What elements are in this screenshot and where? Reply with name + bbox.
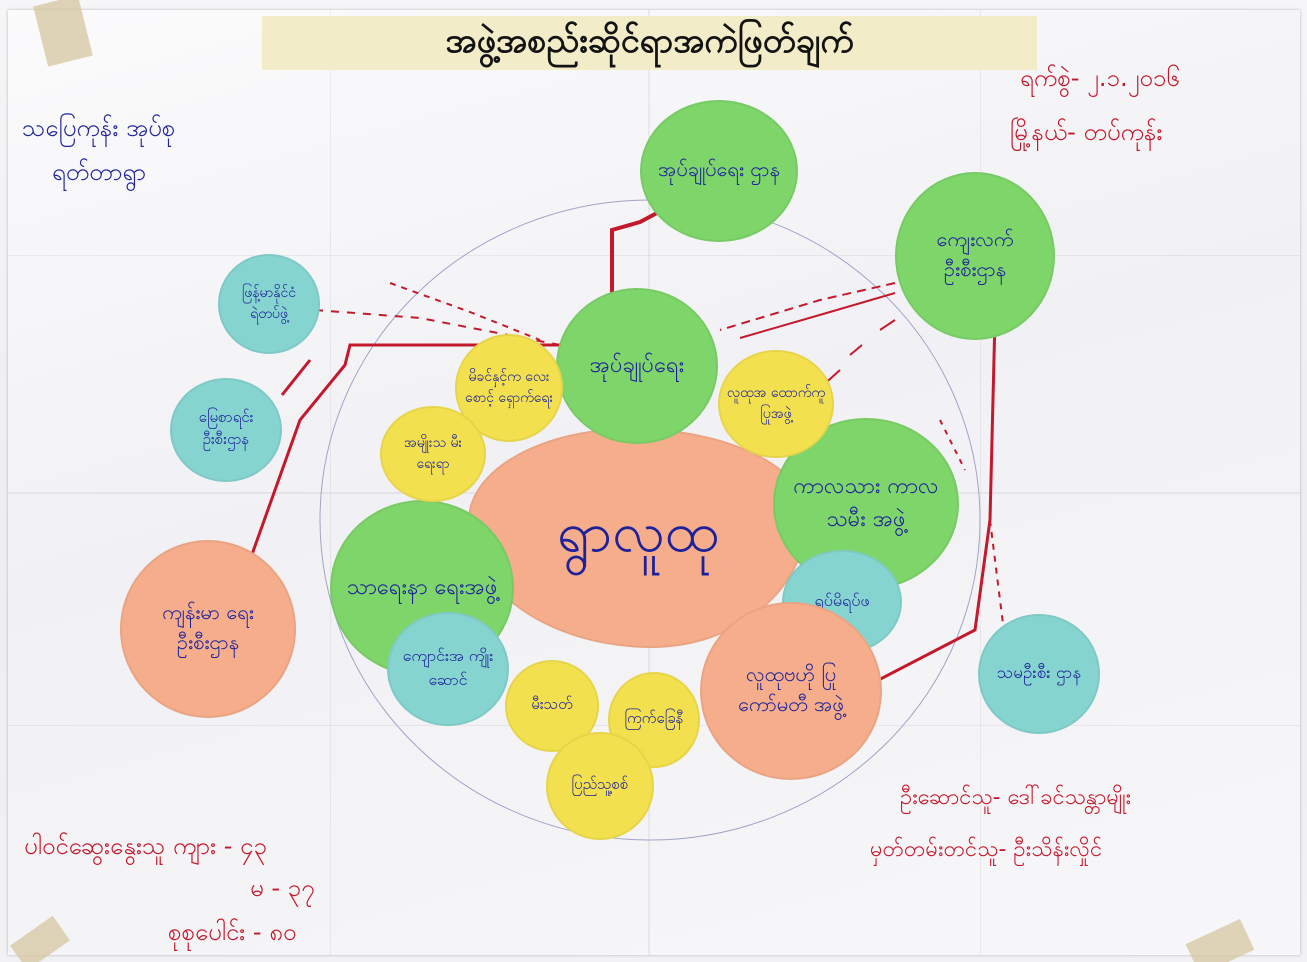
node-agri: ကျေးလက် ဦးစီးဌာန — [895, 172, 1055, 340]
node-cooperative: ပြည်သူ့စစ် — [546, 732, 654, 840]
node-youth-label: လူထုအ ထောက်ကူ ပြုအဖွဲ့ — [726, 385, 826, 422]
line-welfare-2 — [389, 282, 541, 341]
node-red-cross-label: ကြက်ခြေနီ — [624, 709, 684, 727]
line-agri-solid — [739, 292, 896, 339]
line-health — [248, 343, 585, 561]
node-welfare: ဖြန့်မာနိုင်ငံ ရဲတပ်ဖွဲ့ — [218, 254, 320, 354]
recorder-label: မှတ်တမ်းတင်သူ- ဦးသိန်းလှိုင် — [870, 837, 1103, 862]
line-land — [280, 359, 312, 396]
node-land-records-label: မြေစာရင်း ဦးစီးဌာန — [198, 408, 254, 448]
node-elders-label: ကာလသား ကာလသမီး အဖွဲ့ — [793, 474, 939, 532]
title-banner: အဖွဲ့အစည်းဆိုင်ရာအကဲဖြတ်ချက် — [262, 16, 1037, 70]
node-women-label: အမျိုးသ မီးရေးရာ — [403, 435, 463, 472]
node-welfare-label: ဖြန့်မာနိုင်ငံ ရဲတပ်ဖွဲ့ — [241, 285, 297, 322]
node-health: ကျန်းမာ ရေးဦးစီးဌာန — [120, 540, 296, 718]
node-women: အမျိုးသ မီးရေးရာ — [380, 406, 486, 502]
node-land-records: မြေစာရင်း ဦးစီးဌာန — [170, 378, 282, 482]
line-social — [839, 317, 997, 702]
node-youth: လူထုအ ထောက်ကူ ပြုအဖွဲ့ — [718, 350, 834, 458]
node-health-label: ကျန်းမာ ရေးဦးစီးဌာန — [162, 600, 254, 654]
paper-fold — [980, 10, 981, 955]
paper-fold — [8, 255, 1300, 256]
node-coop-dept: သမဦးစီး ဌာန — [978, 614, 1100, 734]
dash-marks — [819, 319, 896, 389]
village-label: သပြေကုန်း အုပ်စု — [22, 114, 176, 142]
participants-total: စုစုပေါင်း - ၈၀ — [168, 918, 297, 946]
village-sub-label: ရတ်တာရွာ — [52, 158, 147, 186]
node-religion-label: သာရေးနာ ရေးအဖွဲ့ — [346, 574, 498, 600]
line-coop — [989, 519, 1006, 641]
node-admin: အုပ်ချုပ်ရေး — [556, 288, 718, 444]
node-school: ကျောင်းအ ကျိုးဆောင် — [387, 612, 509, 726]
node-admin-dept: အုပ်ချုပ်ရေး ဌာန — [640, 100, 798, 242]
township-label: မြို့နယ်- တပ်ကုန်း — [1010, 118, 1163, 146]
node-social: လူထုဗဟို ပြုကော်မတီ အဖွဲ့ — [700, 602, 882, 780]
participants-female: မ - ၃၇ — [250, 874, 315, 902]
date-label: ရက်စွဲ- ၂.၁.၂၀၁၆ — [1020, 64, 1180, 92]
node-maternal-label: မိခင်နှင့်က လေးစောင့် ရှောက်ရေး — [464, 369, 553, 406]
facilitator-label: ဦးဆောင်သူ- ဒေါ်ခင်သန္တာမျိုး — [900, 785, 1132, 810]
line-agri — [719, 282, 896, 331]
node-center: ရွာလူထု — [468, 428, 808, 648]
node-cooperative-label: ပြည်သူ့စစ် — [571, 775, 629, 793]
node-coop-dept-label: သမဦးစီး ဌာန — [996, 662, 1082, 683]
node-fire-label: မီးသတ် — [531, 695, 573, 713]
line-elders — [939, 419, 966, 471]
poster-title: အဖွဲ့အစည်းဆိုင်ရာအကဲဖြတ်ချက် — [445, 20, 854, 61]
node-school-label: ကျောင်းအ ကျိုးဆောင် — [402, 646, 494, 689]
node-admin-label: အုပ်ချုပ်ရေး — [589, 352, 685, 378]
line-welfare — [314, 309, 561, 346]
node-admin-dept-label: အုပ်ချုပ်ရေး ဌာန — [658, 157, 780, 181]
node-social-label: လူထုဗဟို ပြုကော်မတီ အဖွဲ့ — [738, 662, 844, 716]
node-center-label: ရွာလူထု — [557, 500, 719, 565]
node-monks-label: ရပ်မိရပ်ဖ — [814, 591, 870, 610]
participants-male: ပါဝင်ဆွေးနွေးသူ ကျား - ၄၃ — [24, 832, 267, 860]
paper-fold — [330, 10, 331, 955]
node-agri-label: ကျေးလက် ဦးစီးဌာန — [936, 227, 1014, 281]
